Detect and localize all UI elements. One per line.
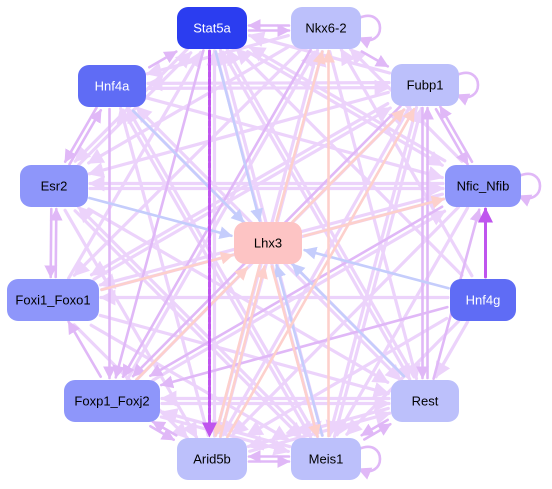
node-box-esr2 (20, 165, 88, 207)
self-loop-nfic (517, 172, 542, 207)
node-box-hnf4a (78, 65, 146, 107)
node-label-fubp1: Fubp1 (407, 78, 444, 93)
node-label-hnf4a: Hnf4a (95, 79, 130, 94)
node-label-hnf4g: Hnf4g (466, 293, 501, 308)
edge-esr2-to-lhx3 (88, 196, 233, 240)
node-esr2: Esr2 (20, 165, 88, 207)
edge-arid5b-to-lhx3 (219, 265, 268, 438)
edge-meis1-to-foxp1 (161, 408, 292, 449)
edge-nfic-to-fubp1 (439, 105, 474, 164)
node-label-foxp1: Foxp1_Foxj2 (74, 394, 149, 409)
edge-lhx3-to-meis1 (270, 265, 321, 438)
edge-meis1-to-fubp1 (332, 106, 426, 439)
edge-foxi1-to-esr2 (49, 207, 63, 279)
edge-layer (44, 19, 493, 468)
edge-lhx3-to-fubp1 (291, 108, 406, 224)
self-loop-layer (357, 14, 542, 480)
edge-lhx3-to-nfic (303, 195, 445, 238)
edge-nkx62-to-fubp1 (360, 50, 390, 68)
node-box-fubp1 (391, 64, 459, 106)
edge-meis1-to-hnf4a (125, 106, 317, 437)
edge-lhx3-to-arid5b (212, 264, 261, 437)
edge-foxp1-to-nkx62 (125, 50, 317, 381)
node-box-nkx62 (291, 7, 361, 49)
node-nfic: Nfic_Nfib (445, 165, 521, 207)
edge-foxp1-to-nfic (151, 209, 447, 382)
node-nkx62: Nkx6-2 (291, 7, 361, 49)
node-fubp1: Fubp1 (391, 64, 459, 106)
node-hnf4g: Hnf4g (450, 279, 516, 321)
node-label-nkx62: Nkx6-2 (305, 21, 346, 36)
node-box-meis1 (291, 438, 361, 480)
edge-stat5a-to-foxp1 (112, 49, 205, 379)
edge-rest-to-stat5a (225, 48, 416, 379)
node-label-foxi1: Foxi1_Foxo1 (15, 293, 90, 308)
self-loop-fubp1 (455, 71, 480, 106)
edge-nfic-to-arid5b (231, 205, 460, 436)
edge-hnf4g-to-stat5a (235, 47, 464, 277)
self-loop-meis1 (357, 445, 382, 480)
node-box-rest (391, 380, 459, 422)
node-box-foxp1 (64, 380, 160, 422)
node-box-foxi1 (7, 279, 99, 321)
edge-lhx3-to-nkx62 (275, 50, 326, 222)
node-lhx3: Lhx3 (234, 222, 302, 264)
edge-stat5a-to-lhx3 (214, 50, 263, 222)
edge-hnf4g-to-rest (434, 320, 470, 379)
node-box-nfic (445, 165, 521, 207)
node-arid5b: Arid5b (177, 438, 247, 480)
node-label-nfic: Nfic_Nfib (457, 179, 510, 194)
edge-rest-to-lhx3 (291, 262, 406, 378)
node-foxp1: Foxp1_Foxj2 (64, 380, 160, 422)
edge-meis1-to-esr2 (77, 205, 307, 436)
node-hnf4a: Hnf4a (78, 65, 146, 107)
node-label-lhx3: Lhx3 (254, 236, 282, 251)
edge-hnf4a-to-meis1 (121, 108, 313, 439)
node-label-arid5b: Arid5b (193, 452, 231, 467)
node-label-rest: Rest (412, 394, 439, 409)
node-label-esr2: Esr2 (41, 179, 68, 194)
node-box-arid5b (177, 438, 247, 480)
node-stat5a: Stat5a (177, 7, 247, 49)
edge-rest-to-meis1 (360, 418, 390, 437)
edge-nfic-to-foxp1 (149, 205, 444, 378)
edge-foxp1-to-lhx3 (135, 266, 249, 382)
edge-foxp1-to-foxi1 (67, 320, 102, 379)
node-foxi1: Foxi1_Foxo1 (7, 279, 99, 321)
edge-esr2-to-foxi1 (44, 207, 58, 279)
edge-hnf4a-to-stat5a (148, 50, 178, 69)
edge-hnf4a-to-fubp1 (146, 79, 391, 96)
edge-fubp1-to-nfic (434, 107, 469, 166)
edge-hnf4a-to-lhx3 (131, 109, 245, 224)
node-label-stat5a: Stat5a (193, 21, 231, 36)
node-box-hnf4g (450, 279, 516, 321)
node-box-lhx3 (234, 222, 302, 264)
edge-meis1-to-lhx3 (273, 264, 324, 437)
edge-nkx62-to-foxp1 (121, 48, 312, 379)
edge-foxi1-to-fubp1 (92, 106, 392, 281)
edge-meis1-to-rest (362, 422, 392, 441)
node-label-meis1: Meis1 (309, 452, 344, 467)
edge-esr2-to-hnf4a (68, 109, 103, 166)
edge-hnf4a-to-nfic (145, 96, 444, 182)
self-loop-nkx62 (357, 14, 382, 49)
node-box-stat5a (177, 7, 247, 49)
node-meis1: Meis1 (291, 438, 361, 480)
edge-fubp1-to-arid5b (221, 105, 412, 437)
edge-hnf4g-to-arid5b (246, 316, 449, 437)
edge-esr2-to-rest (87, 207, 390, 384)
node-rest: Rest (391, 380, 459, 422)
edge-arid5b-to-fubp1 (226, 107, 416, 439)
edge-arid5b-to-foxp1 (151, 420, 178, 437)
